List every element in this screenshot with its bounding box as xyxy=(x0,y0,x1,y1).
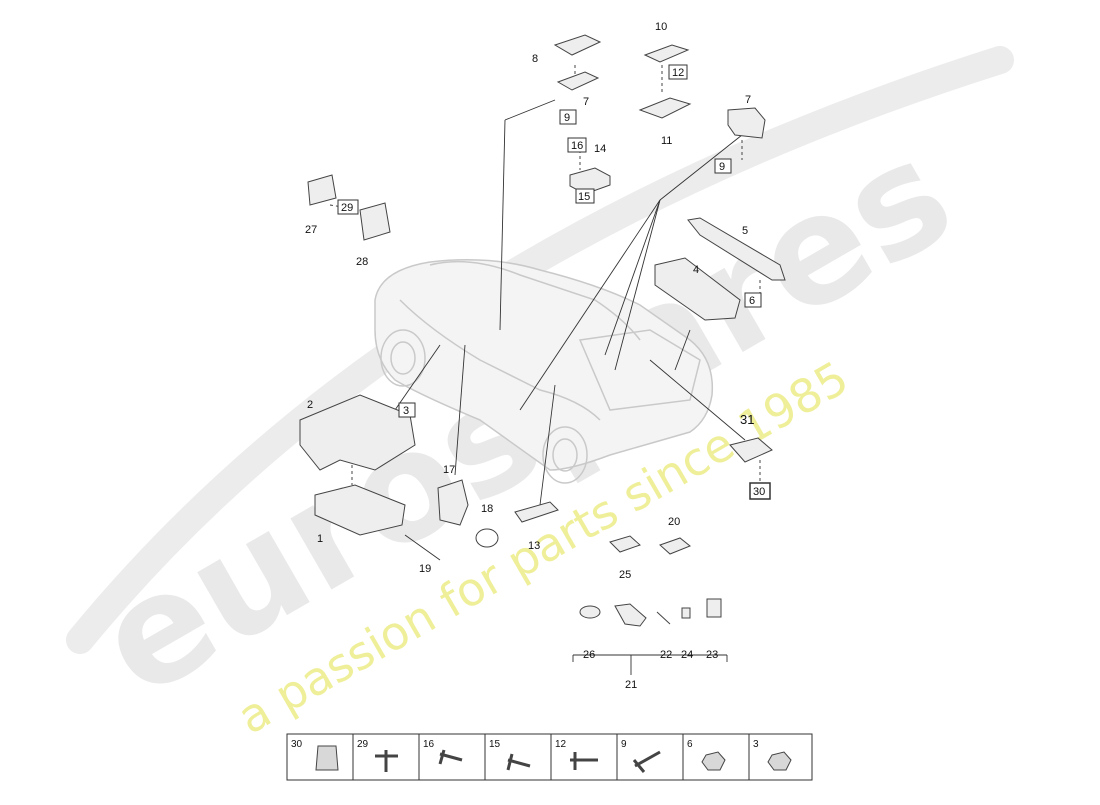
fastener-30-label: 30 xyxy=(291,739,303,750)
fastener-12-label: 12 xyxy=(555,739,567,750)
callout-6: 6 xyxy=(749,295,755,307)
part-28-module xyxy=(359,202,391,241)
part-26-cap xyxy=(579,605,601,619)
car-illustration xyxy=(374,259,714,484)
callout-28: 28 xyxy=(356,256,368,268)
callout-16: 16 xyxy=(571,140,583,152)
callout-1: 1 xyxy=(317,533,323,545)
callout-24: 24 xyxy=(681,649,693,661)
callout-19: 19 xyxy=(419,563,431,575)
callout-labels: 1 2 3 4 5 6 7 7 8 9 9 10 11 12 13 14 15 … xyxy=(305,21,765,691)
part-10-module xyxy=(643,44,690,63)
fastener-strip-frame xyxy=(286,733,813,781)
parts xyxy=(299,34,786,627)
fastener-12-screw xyxy=(570,752,598,770)
part-13-module xyxy=(514,501,559,523)
fastener-15-label: 15 xyxy=(489,739,501,750)
fastener-6-nut xyxy=(701,751,726,771)
fastener-9-screw xyxy=(632,750,661,773)
fastener-9-label: 9 xyxy=(621,739,627,750)
fastener-29-label: 29 xyxy=(357,739,369,750)
part-5-harness xyxy=(687,217,786,281)
part-22-pin xyxy=(656,611,671,625)
fastener-3-nut xyxy=(767,751,792,771)
leader-lines xyxy=(394,99,746,675)
part-14-control-unit xyxy=(569,167,611,195)
callout-22: 22 xyxy=(660,649,672,661)
part-23-plate xyxy=(706,598,722,618)
callout-15: 15 xyxy=(578,191,590,203)
callout-2: 2 xyxy=(307,399,313,411)
callout-12: 12 xyxy=(672,67,684,79)
part-11-bracket xyxy=(638,97,692,119)
boxed-callouts xyxy=(337,64,771,500)
fastener-3-label: 3 xyxy=(753,739,759,750)
callout-8: 8 xyxy=(532,53,538,65)
part-31-bracket xyxy=(729,437,773,463)
callout-21: 21 xyxy=(625,679,637,691)
callout-20: 20 xyxy=(668,516,680,528)
part-7-module-top xyxy=(556,71,600,91)
callout-17: 17 xyxy=(443,464,455,476)
callout-13: 13 xyxy=(528,540,540,552)
callout-9-right: 9 xyxy=(719,161,725,173)
fastener-6-label: 6 xyxy=(687,739,693,750)
callout-18: 18 xyxy=(481,503,493,515)
callout-10: 10 xyxy=(655,21,667,33)
callout-27: 27 xyxy=(305,224,317,236)
part-4-control-unit xyxy=(654,257,741,321)
callout-14: 14 xyxy=(594,143,606,155)
callout-7-right: 7 xyxy=(745,94,751,106)
fastener-15-screw xyxy=(506,753,531,771)
callout-7-top: 7 xyxy=(583,96,589,108)
fastener-29-screw xyxy=(375,750,398,772)
part-24-clip xyxy=(681,607,691,619)
fastener-16-screw xyxy=(438,749,463,765)
part-8-bracket xyxy=(553,34,602,56)
callout-23: 23 xyxy=(706,649,718,661)
part-25-key xyxy=(609,535,641,553)
callout-3: 3 xyxy=(403,405,409,417)
fastener-strip: 30 29 16 15 12 9 6 3 xyxy=(286,733,813,781)
callout-5: 5 xyxy=(742,225,748,237)
callout-29: 29 xyxy=(341,202,353,214)
part-2-bracket xyxy=(299,394,416,471)
part-1-control-unit xyxy=(314,484,406,536)
callout-25: 25 xyxy=(619,569,631,581)
callout-9-top: 9 xyxy=(564,112,570,124)
fastener-30-clip xyxy=(315,745,339,771)
callout-4: 4 xyxy=(693,264,699,276)
callout-11: 11 xyxy=(661,135,672,147)
part-21-key-blade xyxy=(614,603,647,627)
part-20-key xyxy=(659,537,691,555)
callout-31: 31 xyxy=(740,412,754,427)
callout-26: 26 xyxy=(583,649,595,661)
part-27-module xyxy=(307,174,337,206)
callout-30: 30 xyxy=(753,486,765,498)
part-18-seal-ring xyxy=(475,528,499,548)
part-17-sensor xyxy=(437,479,469,526)
fastener-16-label: 16 xyxy=(423,739,435,750)
part-7-module-right xyxy=(727,107,766,139)
